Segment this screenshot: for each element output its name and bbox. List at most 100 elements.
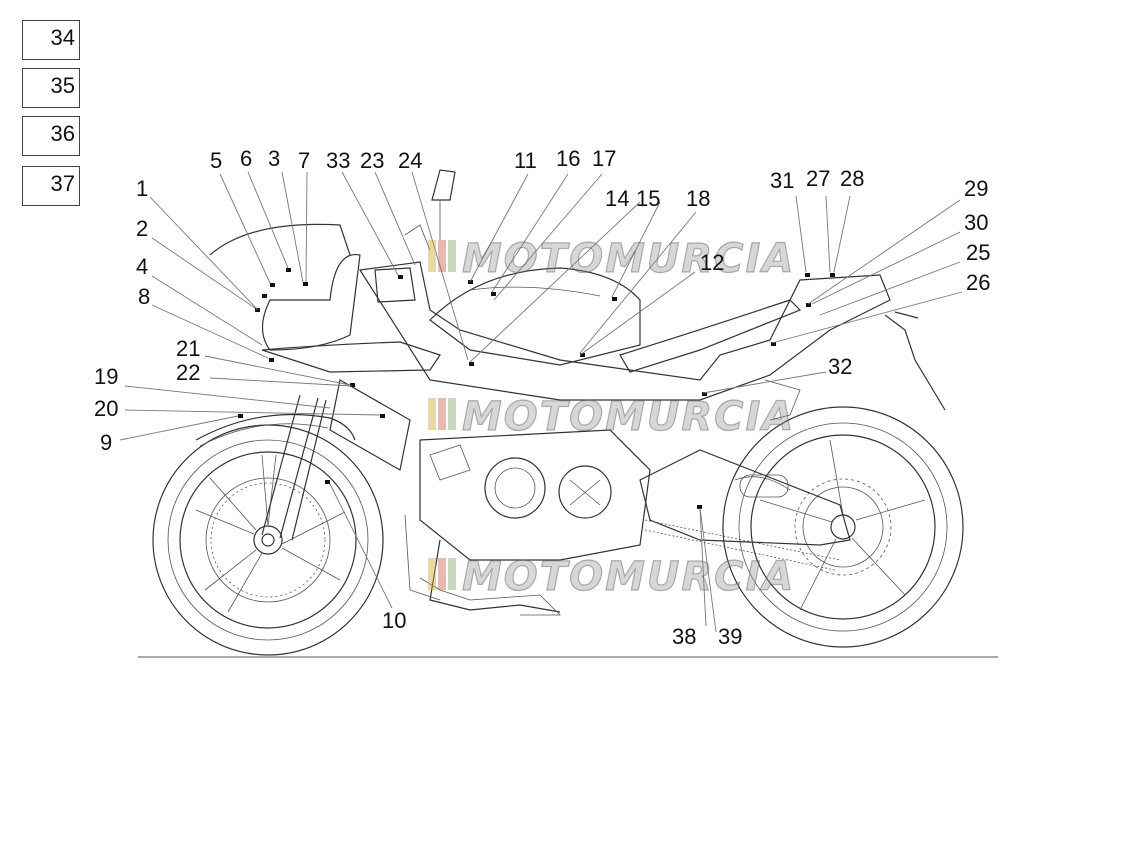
watermark-group: MOTOMURCIA MOTOMURCIA MOTOMURCIA [428,235,795,601]
callout-17: 17 [592,146,616,171]
legend-box-34: 34 [22,20,80,60]
leader-line [825,195,831,273]
callout-25: 25 [966,240,990,265]
leader-line [469,173,529,283]
engine [404,429,651,613]
leader-line [833,195,851,273]
callout-19: 19 [94,364,118,389]
marker [806,303,811,307]
marker [697,505,702,509]
callout-numbers: 1 2 3 4 5 6 7 8 9 10 11 12 14 15 16 17 1… [94,146,990,649]
watermark-text: MOTOMURCIA [462,394,795,440]
leader-line [469,201,641,363]
marker [830,273,835,277]
leader-line [795,195,807,273]
callout-9: 9 [100,430,112,455]
callout-8: 8 [138,284,150,309]
callout-31: 31 [770,168,794,193]
legend-box-36: 36 [22,116,80,156]
leader-line [702,371,827,394]
marker [325,480,330,484]
leader-line [819,261,961,316]
callout-15: 15 [636,186,660,211]
callout-11: 11 [514,148,537,173]
marker [380,414,385,418]
callout-23: 23 [360,148,384,173]
callout-2: 2 [136,216,148,241]
leader-line [119,415,239,441]
callout-14: 14 [605,186,629,211]
watermark-logo: MOTOMURCIA [428,235,794,283]
callout-29: 29 [964,176,988,201]
front-wheel [152,424,384,656]
marker [269,358,274,362]
leader-line [771,291,963,344]
callout-22: 22 [176,360,200,385]
leader-line [611,201,661,298]
legend-number: 36 [50,121,75,146]
legend-number: 34 [50,25,75,50]
callout-4: 4 [136,254,148,279]
leader-line [209,377,353,387]
callout-39: 39 [718,624,742,649]
bodywork [209,169,946,616]
leader-lines [119,171,963,633]
callout-38: 38 [672,624,696,649]
watermark-logo: MOTOMURCIA [428,553,795,601]
leader-line [811,231,961,305]
leader-line [374,171,416,266]
watermark-text: MOTOMURCIA [462,554,795,600]
rear-wheel [722,406,964,648]
callout-7: 7 [298,148,310,173]
leader-line [151,304,269,359]
callout-18: 18 [686,186,710,211]
marker [286,268,291,272]
legend-number: 37 [50,171,75,196]
marker [580,353,585,357]
marker [491,292,496,296]
callout-3: 3 [268,146,280,171]
callout-12: 12 [700,250,724,275]
watermark-logo: MOTOMURCIA [428,393,795,441]
marker [350,383,355,387]
marker [398,275,403,279]
marker [771,342,776,346]
marker [612,297,617,301]
callout-6: 6 [240,146,252,171]
legend-box-35: 35 [22,68,80,108]
leader-line [341,171,399,276]
leader-line [807,199,961,305]
marker [303,282,308,286]
leader-line [699,507,707,627]
leader-line [151,237,256,309]
marker [270,283,275,287]
marker [469,362,474,366]
decal-markers [238,268,835,509]
callout-21: 21 [176,336,200,361]
callout-5: 5 [210,148,222,173]
callout-27: 27 [806,166,830,191]
leader-line [493,173,603,301]
legend-box-37: 37 [22,166,80,206]
leader-line [579,271,696,356]
leader-line [124,409,381,416]
callout-20: 20 [94,396,118,421]
callout-33: 33 [326,148,350,173]
leader-line [579,211,697,354]
callout-26: 26 [966,270,990,295]
callout-10: 10 [382,608,406,633]
callout-24: 24 [398,148,422,173]
leader-line [204,355,351,386]
marker [805,273,810,277]
leader-line [491,173,569,293]
legend-number: 35 [50,73,75,98]
swingarm [639,449,851,571]
callout-32: 32 [828,354,852,379]
marker [702,392,707,396]
callout-16: 16 [556,146,580,171]
callout-30: 30 [964,210,988,235]
leader-line [149,196,259,311]
callout-1: 1 [136,176,148,201]
